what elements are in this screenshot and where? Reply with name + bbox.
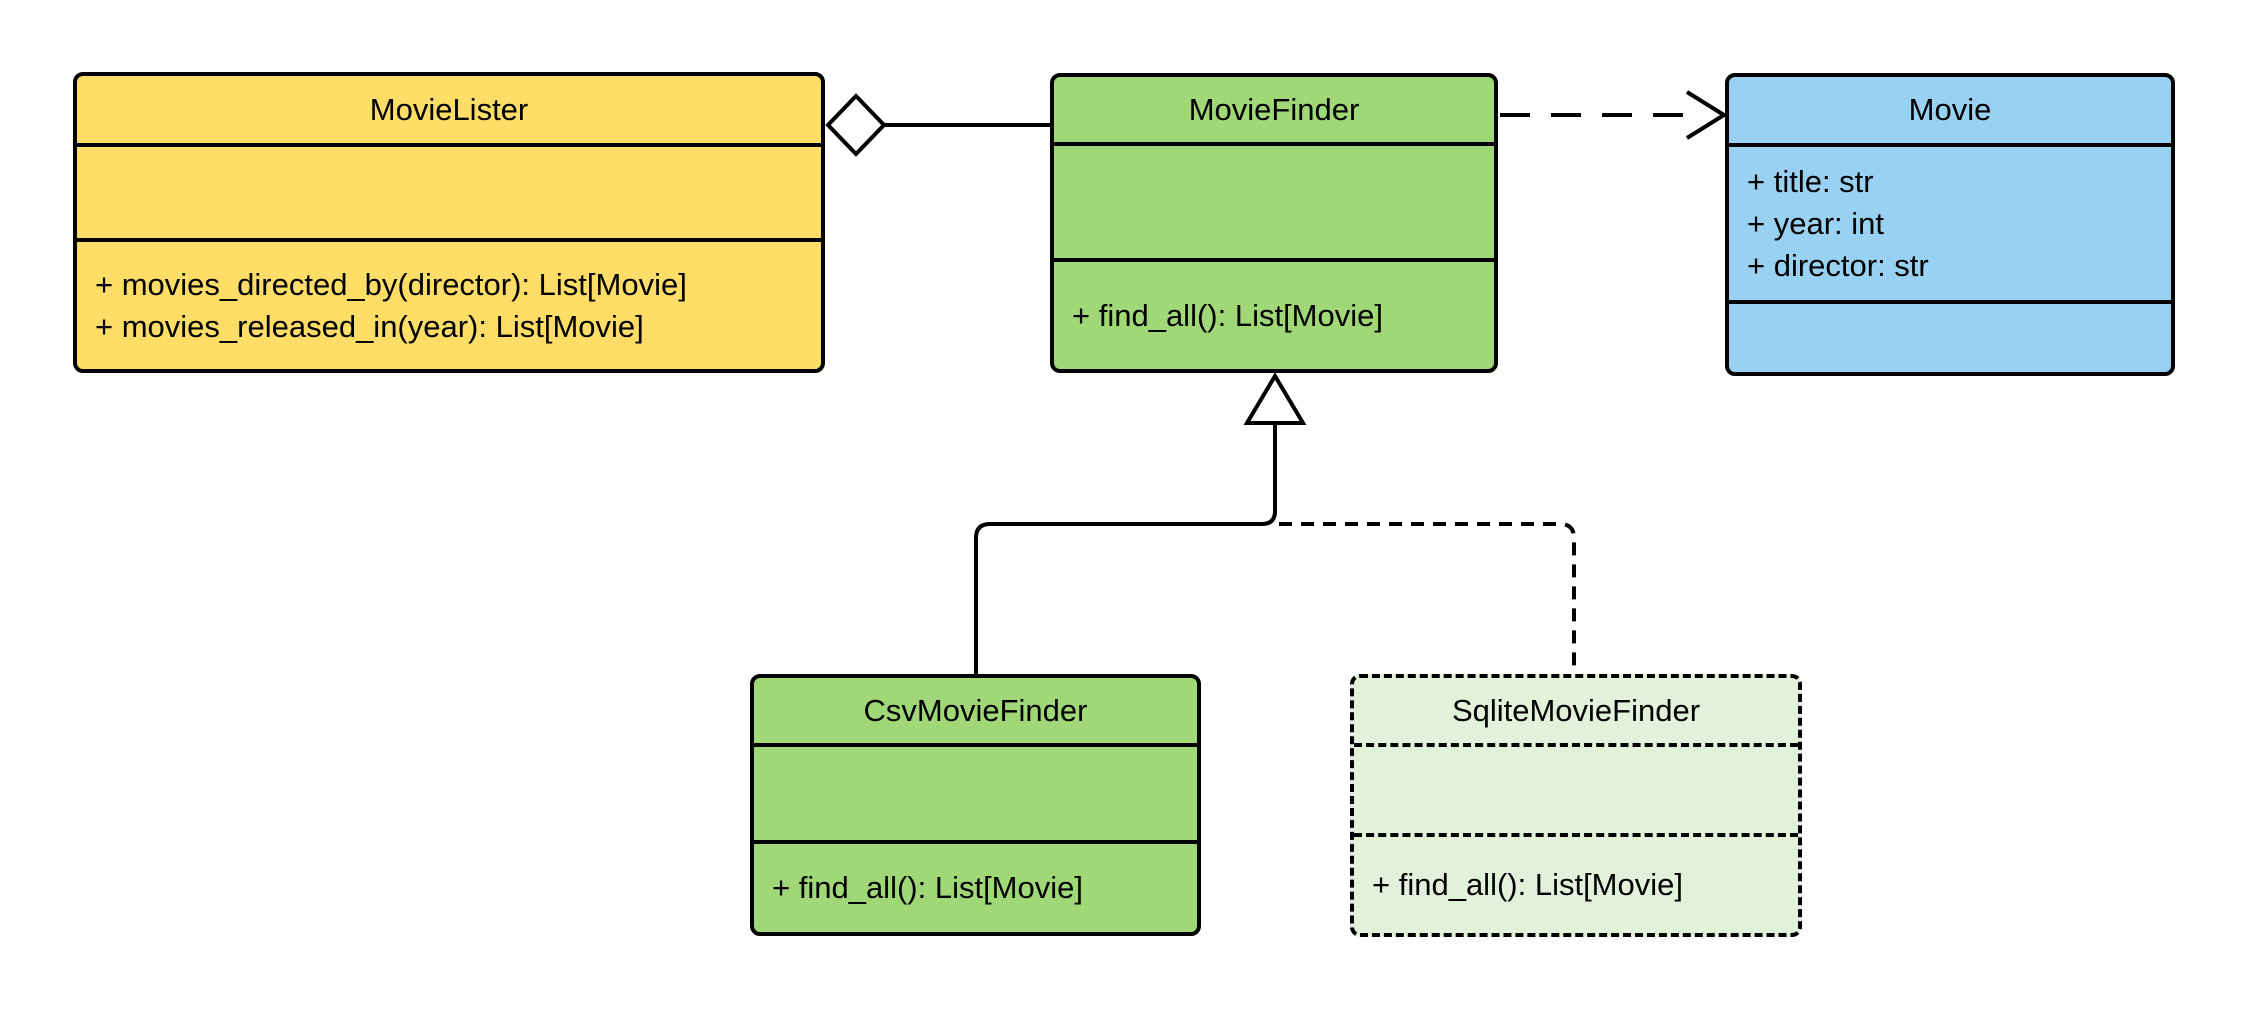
uml-method: + movies_released_in(year): List[Movie] [95,308,644,344]
dependency-open-arrow-icon [1685,90,1728,140]
dependency-connector [1500,90,1728,140]
attributes-compartment-csvmoviefinder [754,743,1197,840]
class-name-movie: Movie [1908,92,1992,127]
methods-compartment-moviefinder: + find_all(): List[Movie] [1054,258,1494,369]
uml-attribute: + year: int [1747,205,1884,241]
class-box-movielister: MovieLister + movies_directed_by(directo… [73,72,825,373]
methods-compartment-csvmoviefinder: + find_all(): List[Movie] [754,840,1197,932]
uml-attribute: + title: str [1747,163,1874,199]
generalization-dashed-path [1279,522,1576,676]
uml-attribute: + director: str [1747,247,1929,283]
uml-method: + movies_directed_by(director): List[Mov… [95,266,687,302]
uml-method: + find_all(): List[Movie] [1372,867,1683,902]
generalization-connector [974,372,1576,676]
methods-compartment-movie [1729,300,2171,372]
generalization-solid-path [974,423,1277,676]
class-name-sqlitemoviefinder: SqliteMovieFinder [1451,692,1701,728]
attributes-compartment-sqlitemoviefinder [1354,743,1798,833]
aggregation-connector [825,93,1054,157]
class-box-csvmoviefinder: CsvMovieFinder + find_all(): List[Movie] [750,674,1201,936]
attributes-compartment-movie: + title: str + year: int + director: str [1729,143,2171,300]
aggregation-diamond-icon [825,93,887,157]
class-box-moviefinder: MovieFinder + find_all(): List[Movie] [1050,73,1498,373]
methods-compartment-sqlitemoviefinder: + find_all(): List[Movie] [1354,833,1798,933]
class-box-sqlitemoviefinder: SqliteMovieFinder + find_all(): List[Mov… [1350,674,1802,937]
uml-method: + find_all(): List[Movie] [1072,297,1383,333]
attributes-compartment-movielister [77,143,821,238]
class-box-movie: Movie + title: str + year: int + directo… [1725,73,2175,376]
class-name-movielister: MovieLister [369,91,529,127]
uml-method: + find_all(): List[Movie] [772,870,1083,905]
class-name-csvmoviefinder: CsvMovieFinder [863,692,1088,728]
methods-compartment-movielister: + movies_directed_by(director): List[Mov… [77,238,821,369]
class-name-moviefinder: MovieFinder [1188,91,1360,127]
attributes-compartment-moviefinder [1054,142,1494,258]
inheritance-triangle-icon [1243,372,1307,425]
